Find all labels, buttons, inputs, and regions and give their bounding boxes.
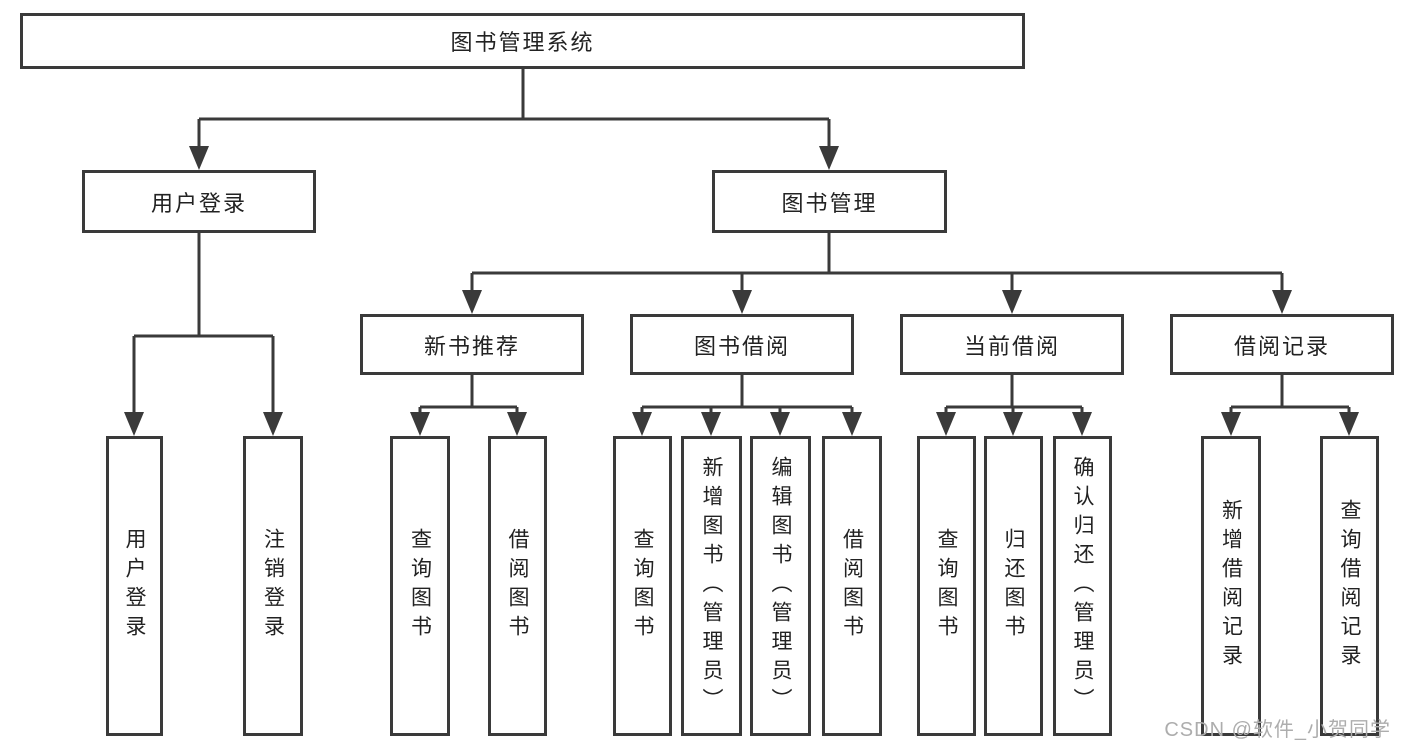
leaf-borrowing-query-label: 查询图书: [631, 528, 654, 644]
leaf-newbooks-borrow-label: 借阅图书: [506, 528, 529, 644]
leaf-records-query: 查询借阅记录: [1320, 436, 1379, 736]
connector-current-to-leaves: [936, 375, 1092, 436]
node-root: 图书管理系统: [20, 13, 1025, 69]
leaf-newbooks-query: 查询图书: [390, 436, 450, 736]
leaf-logout: 注销登录: [243, 436, 303, 736]
node-user-login: 用户登录: [82, 170, 316, 233]
leaf-current-return: 归还图书: [984, 436, 1043, 736]
connector-user-login-to-leaves: [124, 233, 283, 436]
node-book-borrowing: 图书借阅: [630, 314, 854, 375]
watermark: CSDN @软件_小贺同学: [1164, 719, 1391, 741]
leaf-current-confirm-label: 确认归还（管理员）: [1071, 455, 1094, 717]
node-book-mgmt-label: 图书管理: [781, 190, 878, 216]
node-current-borrowing: 当前借阅: [900, 314, 1124, 375]
leaf-borrowing-query: 查询图书: [613, 436, 672, 736]
connector-root-to-level2: [189, 69, 839, 170]
leaf-current-query: 查询图书: [917, 436, 976, 736]
node-book-borrowing-label: 图书借阅: [693, 333, 790, 359]
connector-borrowing-to-leaves: [632, 375, 862, 436]
node-user-login-label: 用户登录: [150, 190, 247, 216]
connector-new-books-to-leaves: [410, 375, 527, 436]
leaf-records-query-label: 查询借阅记录: [1338, 499, 1361, 673]
leaf-borrowing-edit-label: 编辑图书（管理员）: [769, 455, 792, 717]
leaf-current-return-label: 归还图书: [1002, 528, 1025, 644]
node-book-mgmt: 图书管理: [712, 170, 947, 233]
node-new-books: 新书推荐: [360, 314, 584, 375]
leaf-logout-label: 注销登录: [261, 528, 285, 644]
leaf-newbooks-borrow: 借阅图书: [488, 436, 547, 736]
leaf-user-login: 用户登录: [106, 436, 163, 736]
node-new-books-label: 新书推荐: [423, 333, 520, 359]
node-borrow-records: 借阅记录: [1170, 314, 1394, 375]
node-current-borrowing-label: 当前借阅: [963, 333, 1060, 359]
leaf-borrowing-add-label: 新增图书（管理员）: [700, 455, 723, 717]
leaf-borrowing-add: 新增图书（管理员）: [681, 436, 742, 736]
leaf-borrowing-edit: 编辑图书（管理员）: [750, 436, 811, 736]
leaf-records-add-label: 新增借阅记录: [1219, 499, 1243, 673]
leaf-borrowing-borrow-label: 借阅图书: [840, 528, 864, 644]
connector-book-mgmt-to-level3: [462, 233, 1292, 314]
leaf-user-login-label: 用户登录: [123, 528, 146, 644]
leaf-newbooks-query-label: 查询图书: [408, 528, 432, 644]
leaf-current-confirm: 确认归还（管理员）: [1053, 436, 1112, 736]
node-root-label: 图书管理系统: [450, 30, 595, 55]
leaf-borrowing-borrow: 借阅图书: [822, 436, 882, 736]
leaf-records-add: 新增借阅记录: [1201, 436, 1261, 736]
leaf-current-query-label: 查询图书: [935, 528, 958, 644]
connector-records-to-leaves: [1221, 375, 1359, 436]
node-borrow-records-label: 借阅记录: [1233, 333, 1330, 359]
